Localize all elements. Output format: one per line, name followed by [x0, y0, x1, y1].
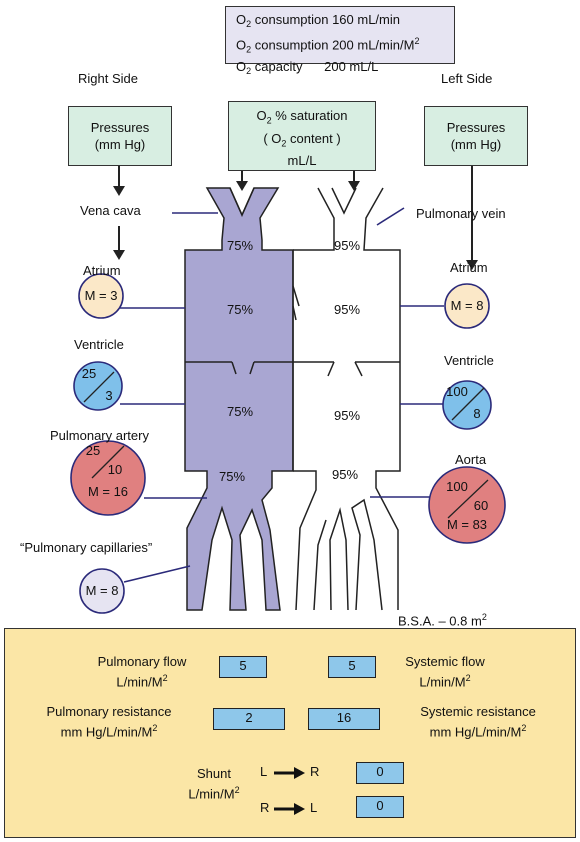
- left-outflow-saturation: 95%: [332, 467, 359, 482]
- aorta-mean: M = 83: [446, 517, 488, 532]
- left-ventricle-label: Ventricle: [444, 353, 494, 368]
- pulmonary-artery-label: Pulmonary artery: [50, 428, 149, 443]
- right-side-label: Right Side: [78, 71, 138, 86]
- right-to-left-shunt-value: 0: [356, 796, 404, 818]
- saturation-title: O2 % saturation: [256, 108, 348, 126]
- shunt-label: Shunt L/min/M2: [188, 766, 240, 802]
- bsa-label: B.S.A. – 0.8 m2: [398, 612, 487, 629]
- right-pressures-units: (mm Hg): [94, 137, 146, 152]
- content-title: ( O2 content ): [263, 130, 341, 149]
- oxygen-summary-box: O2 consumption 160 mL/min O2 consumption…: [225, 6, 455, 76]
- aorta-systolic: 100: [446, 479, 468, 494]
- pulmonary-capillaries-pressure: M = 8: [85, 583, 119, 598]
- left-pressures-legend: Pressures (mm Hg): [424, 106, 528, 166]
- pulmonary-resistance-label: Pulmonary resistance mm Hg/L/min/M2: [46, 704, 172, 740]
- left-inflow-saturation: 95%: [334, 238, 361, 253]
- right-ventricle-systolic: 25: [81, 366, 97, 381]
- pulmonary-artery-circle: [70, 440, 146, 516]
- right-to-left-from: R: [260, 800, 270, 815]
- pulmonary-artery-diastolic: 10: [107, 462, 123, 477]
- left-atrium-pressure: M = 8: [450, 298, 484, 313]
- o2-consumption-line: O2 consumption 160 mL/min: [236, 12, 400, 29]
- systemic-flow-value: 5: [328, 656, 376, 678]
- left-pressures-title: Pressures: [446, 120, 506, 135]
- left-pressures-units: (mm Hg): [450, 137, 502, 152]
- right-inflow-saturation: 75%: [227, 238, 254, 253]
- aorta-diastolic: 60: [473, 498, 489, 513]
- right-outflow-saturation: 75%: [219, 469, 246, 484]
- legend-arrows: [113, 166, 478, 270]
- left-ventricle-saturation: 95%: [334, 408, 361, 423]
- left-to-right-to: R: [310, 764, 320, 779]
- calculations-panel: [4, 628, 576, 838]
- vena-cava-label: Vena cava: [80, 203, 141, 218]
- o2-consumption-indexed-line: O2 consumption 200 mL/min/M2: [236, 36, 420, 55]
- right-to-left-to: L: [310, 800, 318, 815]
- pulmonary-resistance-value: 2: [213, 708, 285, 730]
- o2-capacity-line: O2 capacity 200 mL/L: [236, 59, 379, 77]
- left-atrium-circle: [444, 283, 490, 329]
- left-ventricle-systolic: 100: [446, 384, 468, 399]
- right-to-left-arrow-icon: [274, 803, 305, 815]
- pulmonary-flow-value: 5: [219, 656, 267, 678]
- right-atrium-saturation: 75%: [227, 302, 254, 317]
- pulmonary-artery-systolic: 25: [85, 443, 101, 458]
- right-pressures-legend: Pressures (mm Hg): [68, 106, 172, 166]
- content-units: mL/L: [287, 153, 317, 169]
- left-to-right-arrow-icon: [274, 767, 305, 779]
- left-atrium-label: Atrium: [450, 260, 488, 275]
- right-ventricle-label: Ventricle: [74, 337, 124, 352]
- right-heart-chambers: [184, 187, 294, 611]
- systemic-resistance-value: 16: [308, 708, 380, 730]
- aorta-circle: [428, 466, 506, 544]
- right-atrium-label: Atrium: [83, 263, 121, 278]
- left-heart-chambers: [185, 187, 401, 611]
- left-side-label: Left Side: [441, 71, 493, 86]
- right-ventricle-circle: [73, 361, 123, 411]
- connector-lines: [120, 207, 444, 583]
- pulmonary-flow-label: Pulmonary flow L/min/M2: [97, 654, 187, 690]
- right-pressures-title: Pressures: [90, 120, 150, 135]
- pulmonary-capillaries-circle: [79, 568, 125, 614]
- systemic-resistance-label: Systemic resistance mm Hg/L/min/M2: [420, 704, 536, 740]
- left-to-right-from: L: [260, 764, 268, 779]
- left-to-right-shunt-value: 0: [356, 762, 404, 784]
- pulmonary-capillaries-label: “Pulmonary capillaries”: [20, 540, 153, 555]
- systemic-flow-label: Systemic flow L/min/M2: [405, 654, 485, 690]
- heart-schematic: [70, 166, 506, 614]
- left-atrium-saturation: 95%: [334, 302, 361, 317]
- right-atrium-circle: [78, 273, 124, 319]
- right-atrium-pressure: M = 3: [84, 288, 118, 303]
- pulmonary-artery-mean: M = 16: [87, 484, 129, 499]
- left-ventricle-diastolic: 8: [473, 406, 481, 421]
- pulmonary-vein-label: Pulmonary vein: [416, 206, 506, 221]
- saturation-content-legend: O2 % saturation ( O2 content ) mL/L: [228, 101, 376, 171]
- aorta-label: Aorta: [455, 452, 487, 467]
- right-ventricle-diastolic: 3: [105, 388, 113, 403]
- right-ventricle-saturation: 75%: [227, 404, 254, 419]
